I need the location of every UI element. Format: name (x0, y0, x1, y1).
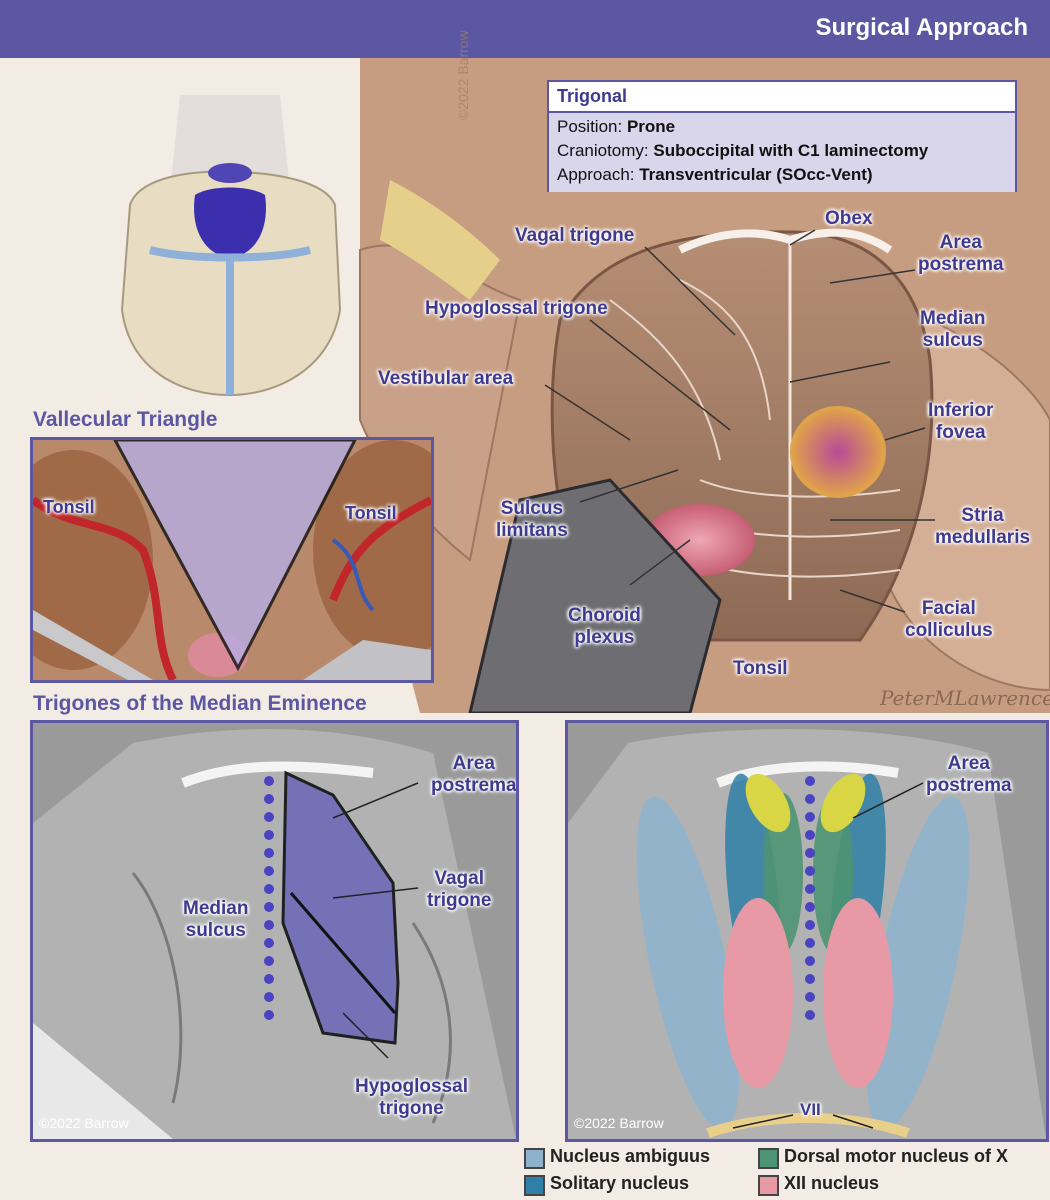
header-title: Surgical Approach (815, 14, 1028, 41)
row-label: Position: (557, 117, 627, 136)
label-line: Sulcus (500, 498, 564, 519)
label-line: fovea (935, 422, 986, 443)
label-line: Area (452, 753, 495, 774)
label-line: trigone (427, 890, 492, 911)
label-hypoglossal-trigone: Hypoglossal trigone (425, 298, 608, 319)
trigones-title: Trigones of the Median Eminence (33, 692, 367, 715)
label-line: postrema (918, 254, 1004, 275)
legend-label-solitary: Solitary nucleus (550, 1173, 690, 1193)
legend-label-xii: XII nucleus (784, 1173, 880, 1193)
label-line: Median (920, 308, 986, 329)
label-obex: Obex (825, 208, 873, 229)
label-line: Hypoglossal (355, 1076, 468, 1097)
legend-swatch-solitary (524, 1175, 545, 1196)
label-line: Facial (921, 598, 976, 619)
label-tonsil-right: Tonsil (345, 503, 397, 523)
watermark: ©2022 Barrow (455, 30, 471, 120)
label-line: Stria (961, 505, 1004, 526)
label-line: Area (947, 753, 990, 774)
copyright-nuclei: ©2022 Barrow (574, 1115, 664, 1131)
label-line: colliculus (905, 620, 993, 641)
legend-swatch-dorsal-motor (758, 1148, 779, 1169)
label-tonsil-left: Tonsil (43, 497, 95, 517)
copyright-trigones: ©2022 Barrow (39, 1115, 129, 1131)
trigones-illustration (33, 723, 516, 1139)
label-vii: VII (800, 1100, 821, 1119)
approach-title: Trigonal (549, 82, 1015, 113)
label-vagal-trigone: Vagal trigone (515, 225, 635, 246)
nuclei-illustration (568, 723, 1046, 1139)
approach-row: Approach: Transventricular (SOcc-Vent) (557, 163, 1015, 187)
vallecular-title: Vallecular Triangle (33, 408, 218, 431)
vallecular-panel: Tonsil Tonsil (30, 437, 434, 683)
header-bar: Surgical Approach (0, 0, 1050, 58)
label-line: Vagal (434, 868, 485, 889)
approach-rows: Position: Prone Craniotomy: Suboccipital… (549, 113, 1015, 192)
label-line: sulcus (185, 920, 246, 941)
label-tonsil: Tonsil (733, 658, 788, 679)
row-value: Suboccipital with C1 laminectomy (653, 141, 929, 160)
label-line: Area (939, 232, 982, 253)
label-line: Inferior (928, 400, 994, 421)
label-line: limitans (496, 520, 568, 541)
label-line: plexus (574, 627, 635, 648)
legend-label-dorsal-motor: Dorsal motor nucleus of X (784, 1146, 1009, 1166)
row-label: Craniotomy: (557, 141, 654, 160)
craniotomy-row: Craniotomy: Suboccipital with C1 laminec… (557, 139, 1015, 163)
legend-swatch-nucleus-ambiguus (524, 1148, 545, 1169)
artist-signature: PeterMLawrence (880, 686, 1050, 710)
legend-label-nucleus-ambiguus: Nucleus ambiguus (550, 1146, 711, 1166)
approach-info-box: Trigonal Position: Prone Craniotomy: Sub… (547, 80, 1017, 192)
label-vestibular-area: Vestibular area (378, 368, 514, 389)
vallecular-illustration (33, 440, 431, 680)
label-line: Choroid (568, 605, 641, 626)
skull-illustration (120, 95, 342, 397)
label-line: Median (183, 898, 249, 919)
legend-swatch-xii (758, 1175, 779, 1196)
label-line: medullaris (935, 527, 1031, 548)
label-line: postrema (926, 775, 1012, 796)
label-line: trigone (379, 1098, 444, 1119)
label-line: sulcus (922, 330, 983, 351)
row-label: Approach: (557, 165, 640, 184)
position-row: Position: Prone (557, 115, 1015, 139)
label-line: postrema (431, 775, 517, 796)
row-value: Transventricular (SOcc-Vent) (639, 165, 873, 184)
row-value: Prone (626, 117, 676, 136)
